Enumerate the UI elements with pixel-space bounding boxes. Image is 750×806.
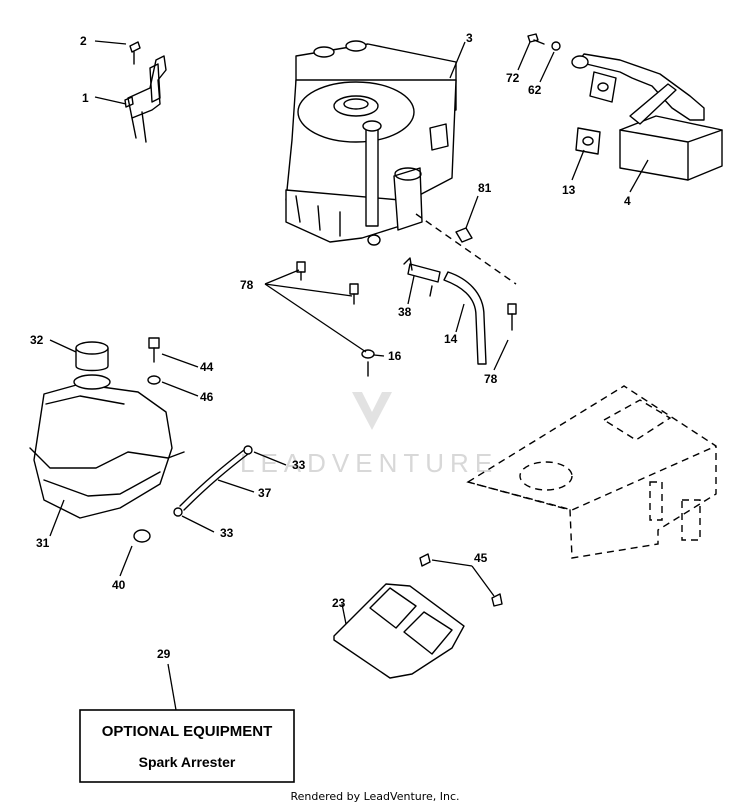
callout-31: 31 xyxy=(36,536,50,550)
muffler-part[interactable] xyxy=(527,33,723,181)
fuel-line-part[interactable] xyxy=(173,445,253,517)
callout-37: 37 xyxy=(258,486,272,500)
callout-23: 23 xyxy=(332,596,346,610)
callout-78-right: 78 xyxy=(484,372,498,386)
callout-13: 13 xyxy=(562,183,576,197)
callout-38: 38 xyxy=(398,305,412,319)
fuel-fitting-part[interactable] xyxy=(403,227,487,365)
callout-33-top: 33 xyxy=(292,458,306,472)
callout-16: 16 xyxy=(388,349,402,363)
callout-44: 44 xyxy=(200,360,214,374)
watermark-logo-icon xyxy=(352,392,392,430)
callout-29: 29 xyxy=(157,647,171,661)
callout-1: 1 xyxy=(82,91,89,105)
tank-hardware-part[interactable] xyxy=(133,337,161,543)
engine-part[interactable] xyxy=(285,40,517,285)
watermark: LEADVENTURE xyxy=(240,392,498,478)
callout-3: 3 xyxy=(466,31,473,45)
optional-equipment-title: OPTIONAL EQUIPMENT xyxy=(102,723,273,740)
callout-78-left: 78 xyxy=(240,278,254,292)
callout-4: 4 xyxy=(624,194,631,208)
callout-46: 46 xyxy=(200,390,214,404)
callout-33-bottom: 33 xyxy=(220,526,234,540)
callout-45: 45 xyxy=(474,551,488,565)
callout-labels: 2 1 3 72 62 13 4 81 78 38 14 16 78 32 44… xyxy=(30,31,631,661)
callout-72: 72 xyxy=(506,71,520,85)
leader-lines xyxy=(49,40,649,711)
callout-2: 2 xyxy=(80,34,87,48)
frame-part[interactable] xyxy=(466,385,717,559)
footer-credit: Rendered by LeadVenture, Inc. xyxy=(290,790,459,803)
heat-shield-part[interactable] xyxy=(333,553,503,679)
optional-equipment-item: Spark Arrester xyxy=(139,754,236,770)
callout-81: 81 xyxy=(478,181,492,195)
callout-14: 14 xyxy=(444,332,458,346)
callout-40: 40 xyxy=(112,578,126,592)
optional-equipment-box: OPTIONAL EQUIPMENT Spark Arrester xyxy=(79,709,295,783)
callout-32: 32 xyxy=(30,333,44,347)
throttle-bracket-part[interactable] xyxy=(124,41,167,143)
callout-62: 62 xyxy=(528,83,542,97)
fuel-tank-part[interactable] xyxy=(29,341,185,519)
watermark-text: LEADVENTURE xyxy=(240,448,498,478)
